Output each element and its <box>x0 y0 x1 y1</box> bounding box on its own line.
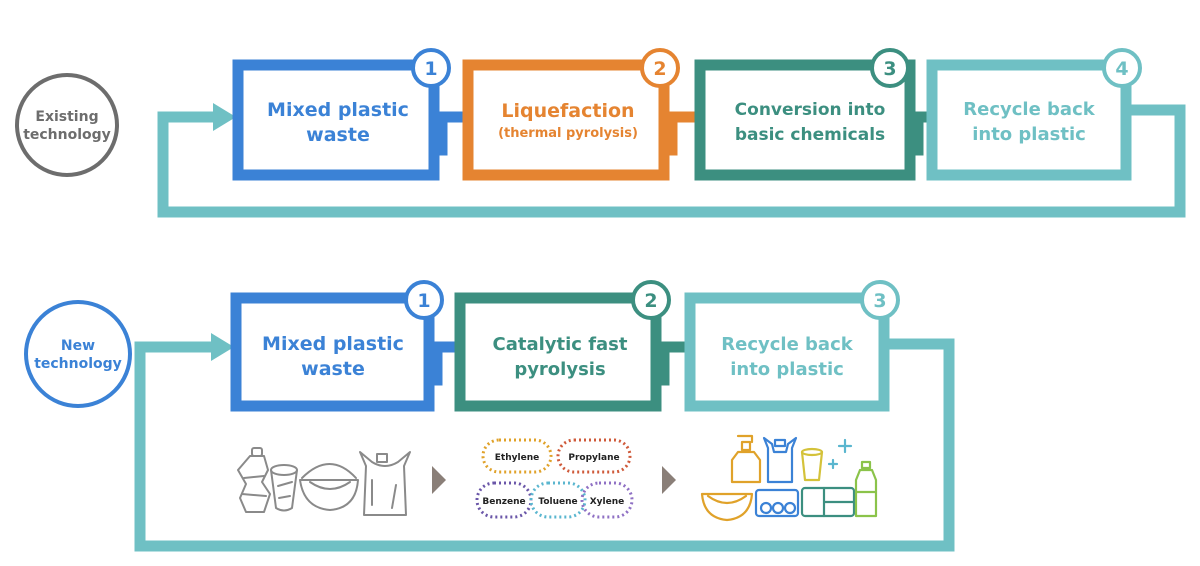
step-number: 1 <box>424 58 437 80</box>
step-title-line1: Catalytic fast <box>492 334 627 355</box>
plastic-waste-icons <box>237 447 411 516</box>
step-number-badge <box>640 48 680 88</box>
step-title-line1: Mixed plastic <box>262 333 404 355</box>
new-label-line2: technology <box>34 356 122 372</box>
chemical-label: Xylene <box>590 497 625 507</box>
chemical-label: Benzene <box>482 497 525 507</box>
new-step-1: 1 Mixed plastic waste <box>230 280 444 412</box>
existing-step-2: 2 Liquefaction (thermal pyrolysis) <box>462 48 680 181</box>
step-number: 2 <box>644 290 657 312</box>
food-tray-icon <box>800 486 856 518</box>
step-title-line2: into plastic <box>730 359 844 380</box>
step-number-badge <box>870 48 910 88</box>
step-number-badge <box>860 280 900 320</box>
cup-icon <box>270 464 298 512</box>
existing-loop-arrowhead <box>213 103 236 131</box>
sparkle-icon <box>827 438 853 470</box>
chemical-label: Toluene <box>538 497 577 507</box>
step-number: 3 <box>883 58 896 80</box>
chemical-toluene: Toluene <box>529 481 587 519</box>
step-number-badge <box>631 280 671 320</box>
chevron-right-icon <box>432 466 446 494</box>
step-title-line1: Recycle back <box>963 99 1095 120</box>
pump-bottle-icon <box>730 434 762 484</box>
new-loop-arrowhead <box>211 333 234 361</box>
chemical-ethylene: Ethylene <box>481 438 553 474</box>
chemical-label: Propylane <box>568 453 619 463</box>
chemical-xylene: Xylene <box>580 481 634 519</box>
shopping-bag-icon <box>359 451 411 516</box>
step-number-badge <box>411 48 451 88</box>
bowl-icon <box>700 492 754 522</box>
existing-label-line1: Existing <box>35 109 98 125</box>
step-title-line2: basic chemicals <box>735 125 885 145</box>
existing-label: Existing technology <box>15 73 119 177</box>
step-title-line2: pyrolysis <box>514 359 605 380</box>
step-number: 2 <box>653 58 666 80</box>
step-number-badge <box>1102 48 1142 88</box>
step-number: 1 <box>417 290 430 312</box>
new-technology-row: New technology 1 Mixed plastic waste 2 C… <box>24 280 955 552</box>
existing-label-line2: technology <box>23 127 111 143</box>
step-title-line1: Mixed plastic <box>267 99 409 121</box>
new-feedback-loop <box>134 338 955 552</box>
shopping-bag-icon <box>762 436 798 484</box>
cup-icon <box>800 447 824 482</box>
existing-technology-row: Existing technology 1 Mixed plastic wast… <box>15 48 1186 218</box>
new-label-line1: New <box>61 338 95 354</box>
bottle-icon <box>237 447 271 513</box>
bottle-icon <box>854 460 878 518</box>
chemical-clouds: Ethylene Propylane Benzene Toluene Xylen… <box>475 438 634 519</box>
chemical-label: Ethylene <box>495 453 539 463</box>
step-number: 4 <box>1115 58 1128 80</box>
egg-carton-icon <box>754 488 800 518</box>
step-number: 3 <box>873 290 886 312</box>
existing-step-3: 3 Conversion into basic chemicals <box>694 48 916 181</box>
step-title-line2: waste <box>301 358 365 380</box>
new-label: New technology <box>24 300 132 408</box>
step-number-badge <box>404 280 444 320</box>
new-step-2: 2 Catalytic fast pyrolysis <box>454 280 671 412</box>
chemical-benzene: Benzene <box>475 481 533 519</box>
step-subtitle: (thermal pyrolysis) <box>498 126 638 141</box>
existing-feedback-loop <box>157 104 1186 218</box>
step-title-line1: Conversion into <box>735 100 886 120</box>
step-title-line2: waste <box>306 124 370 146</box>
plastic-products-icons <box>700 434 878 522</box>
chevron-right-icon <box>662 466 676 494</box>
chemical-propylane: Propylane <box>556 438 632 474</box>
existing-step-4: 4 Recycle back into plastic <box>926 48 1142 181</box>
existing-step-1: 1 Mixed plastic waste <box>232 48 451 181</box>
bowl-icon <box>299 463 359 511</box>
step-title-line1: Recycle back <box>721 334 853 355</box>
step-title-line1: Liquefaction <box>501 100 634 122</box>
new-step-3: 3 Recycle back into plastic <box>684 280 900 412</box>
step-title-line2: into plastic <box>972 124 1086 145</box>
